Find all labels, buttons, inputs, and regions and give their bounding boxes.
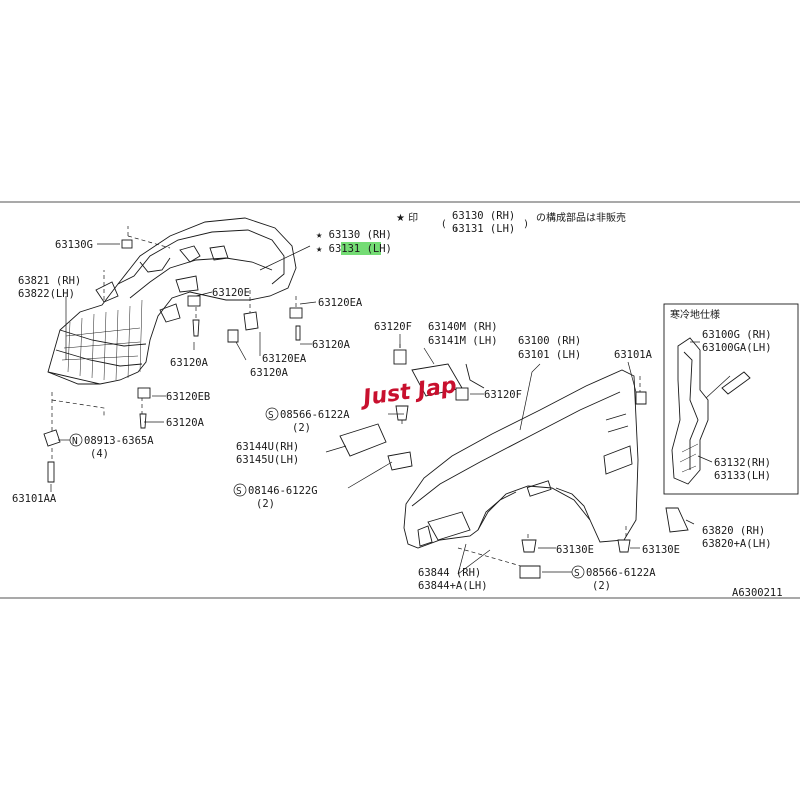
clip-63120F-1 [393,349,407,365]
bolt-63101A [635,391,647,405]
label-08913-qty: (4) [90,448,109,460]
label-63132: 63132(RH) [714,457,771,469]
label-08146-qty: (2) [256,498,275,510]
note-line-2: 63131 (LH) [452,223,515,235]
symbol-S-circle-1 [265,407,279,421]
symbol-S-2: S [236,486,242,497]
fender-liner [47,217,297,385]
label-63820A: 63820+A(LH) [702,538,772,550]
label-63130E-2: 63130E [642,544,680,556]
label-63822: 63822(LH) [18,288,75,300]
label-63101: 63101 (LH) [518,349,581,361]
label-08566-1: 08566-6122A [280,409,350,421]
symbol-S-3: S [574,568,580,579]
bolt-63130E-1 [521,539,537,553]
note-paren-open: ( [442,219,446,230]
label-63120EA-1: 63120EA [318,297,363,309]
label-63844: 63844 (RH) [418,567,481,579]
front-fender [403,363,639,549]
symbol-N: N [72,436,78,447]
clip-63120EB [137,387,151,399]
label-08913: 08913-6365A [84,435,154,447]
label-63844A: 63844+A(LH) [418,580,488,592]
inset-title: 寒冷地仕様 [670,308,720,321]
label-63820: 63820 (RH) [702,525,765,537]
label-63821: 63821 (RH) [18,275,81,287]
label-63133: 63133(LH) [714,470,771,482]
nut-08913 [43,429,61,447]
bolt-08146 [387,451,413,471]
symbol-S-circle-3 [571,565,585,579]
note-suffix: の構成部品は非販売 [536,211,626,224]
label-63120EA-2: 63120EA [262,353,307,365]
label-63100G: 63100G (RH) [702,329,772,341]
label-63130: ★ 63130 (RH) [316,229,392,241]
symbol-S-1: S [268,410,274,421]
leader-lines [50,228,713,575]
bracket-63144U [339,423,387,457]
label-63120F-2: 63120F [484,389,522,401]
note-mark: ★ 印 [396,212,418,224]
fender-fasteners [339,349,689,579]
clip-63120EA-2 [289,307,303,319]
label-63120A-4: 63120A [166,417,205,429]
bracket-63120EA-1 [243,311,259,331]
bracket-63820 [665,507,689,533]
symbol-N-circle [69,433,83,447]
label-08566-2-qty: (2) [592,580,611,592]
bolt-63130E-2 [617,539,631,553]
label-63130E-1: 63130E [556,544,594,556]
screw-63120A-4 [139,413,147,429]
label-63144U: 63144U(RH) [236,441,299,453]
label-63120A-3: 63120A [250,367,289,379]
label-63145U: 63145U(LH) [236,454,299,466]
label-63131: ★ 63131 (LH) [316,243,392,255]
screw-63120A-2 [227,329,239,343]
label-63100: 63100 (RH) [518,335,581,347]
screw-63101AA [47,461,55,483]
screw-63120A-1 [192,319,200,337]
diagram-code: A6300211 [732,587,783,599]
clip-63120F-2 [455,387,469,401]
label-63100GA: 63100GA(LH) [702,342,772,354]
label-63101AA: 63101AA [12,493,57,505]
bolt-08566-2 [519,565,541,579]
label-08146: 08146-6122G [248,485,318,497]
label-08566-2: 08566-6122A [586,567,656,579]
label-63101A: 63101A [614,349,653,361]
note-line-1: 63130 (RH) [452,210,515,222]
note-paren-close: ) [524,219,528,230]
label-63120A-1: 63120A [170,357,209,369]
symbol-S-circle-2 [233,483,247,497]
label-08566-1-qty: (2) [292,422,311,434]
part-highlight [341,242,381,255]
label-63120A-2: 63120A [312,339,351,351]
label-63120EB: 63120EB [166,391,210,403]
label-63120F-1: 63120F [374,321,412,333]
label-63141M: 63141M (LH) [428,335,498,347]
label-63130G: 63130G [55,239,93,251]
label-63140M: 63140M (RH) [428,321,498,333]
cold-climate-inset [663,303,799,495]
bolt-08566-1 [395,405,409,421]
clip-63120E [187,295,201,307]
clip-63130G [121,239,133,249]
label-63120E: 63120E [212,287,250,299]
liner-fasteners [43,239,303,483]
screw-63120A-3 [295,325,301,341]
